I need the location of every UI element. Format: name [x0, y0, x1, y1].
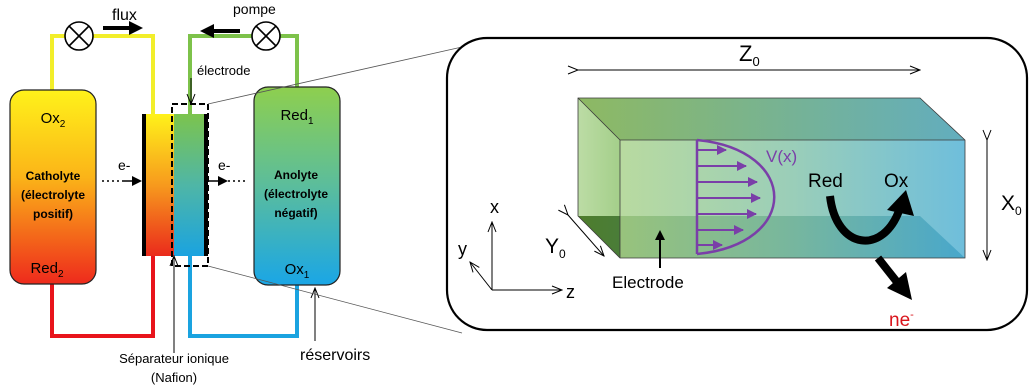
current-collector-right — [204, 114, 208, 256]
pompe-pump-icon — [251, 21, 281, 51]
flux-pump-icon — [64, 21, 94, 51]
current-collector-left — [142, 114, 146, 256]
y0-label: Y0 — [545, 235, 566, 261]
y-axis-arrow — [470, 262, 493, 291]
pompe-label: pompe — [233, 1, 276, 17]
reaction-red-label: Red — [808, 171, 843, 192]
circulation-pipes — [50, 34, 299, 338]
velocity-profile — [695, 138, 776, 256]
catholyte-desc-line3: positif) — [33, 207, 73, 221]
catholyte-name: Catholyte — [26, 169, 81, 183]
catholyte-desc-line2: (électrolyte — [21, 188, 85, 202]
ne-label: ne- — [889, 309, 914, 331]
electron-left-label: e- — [118, 157, 131, 173]
zoom-connector-top — [207, 46, 463, 105]
velocity-label: V(x) — [766, 147, 797, 166]
separator-label-line2: (Nafion) — [151, 370, 197, 385]
catholyte-electrode — [146, 114, 174, 256]
axis-y-label: y — [458, 239, 467, 259]
catholyte-reservoir — [9, 89, 97, 285]
axis-z-label: z — [566, 282, 575, 302]
coordinate-axes — [470, 222, 562, 290]
reaction-ox-label: Ox — [884, 171, 909, 192]
reaction-curve-arrow-icon — [826, 195, 904, 245]
anolyte-name: Anolyte — [274, 168, 318, 182]
flux-arrow-icon — [103, 21, 143, 35]
catholyte-inlet-pipe — [50, 34, 155, 118]
anolyte-desc-line3: négatif) — [274, 206, 317, 220]
x0-label: X0 — [1001, 192, 1022, 218]
separator-label-line1: Séparateur ionique — [119, 351, 229, 366]
anolyte-inlet-pipe — [188, 34, 299, 118]
catholyte-ox-label: Ox2 — [41, 110, 66, 130]
anolyte-reservoir — [253, 86, 341, 286]
electron-out-arrow-icon — [874, 255, 901, 285]
zoom-electrode-label: Electrode — [612, 273, 684, 292]
electron-right-label: e- — [218, 157, 231, 173]
anolyte-red-label: Red1 — [280, 107, 314, 127]
reservoirs-label: réservoirs — [300, 347, 370, 364]
catholyte-return-pipe — [50, 255, 155, 338]
y0-dimension-arrow — [568, 215, 604, 256]
flux-label: flux — [112, 7, 137, 24]
anolyte-desc-line2: (électrolyte — [264, 187, 328, 201]
anolyte-return-pipe — [188, 255, 299, 338]
zoom-connector-bottom — [207, 265, 463, 334]
anolyte-ox-label: Ox1 — [285, 261, 310, 281]
electron-out-arrowhead-icon — [887, 272, 912, 300]
axis-x-label: x — [490, 197, 499, 217]
pompe-arrow-icon — [200, 24, 240, 38]
anolyte-electrode — [174, 114, 204, 256]
z0-label: Z0 — [739, 41, 760, 69]
electrode-label: électrode — [197, 63, 250, 78]
channel-top-face — [578, 98, 965, 140]
catholyte-red-label: Red2 — [30, 260, 64, 280]
reaction-arrowhead-icon — [887, 190, 914, 216]
